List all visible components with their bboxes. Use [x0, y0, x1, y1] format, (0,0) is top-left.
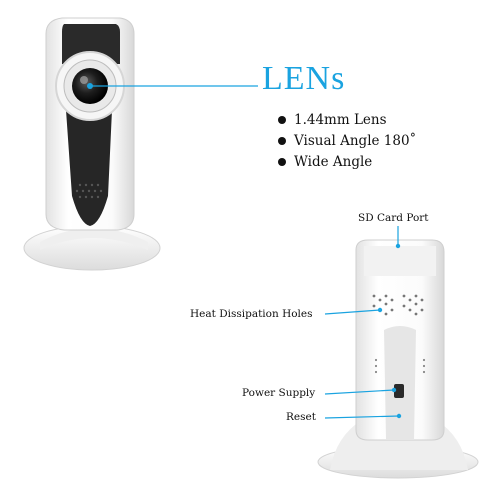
feature-label: 1.44mm Lens	[294, 112, 387, 128]
bullet-icon	[278, 137, 286, 145]
port-pointers	[324, 226, 402, 419]
lens-pointer	[87, 83, 258, 89]
feature-item: Visual Angle 180˚	[278, 133, 416, 149]
feature-label: Wide Angle	[294, 154, 373, 170]
feature-label: Visual Angle 180˚	[294, 133, 417, 149]
heat-dissipation-label: Heat Dissipation Holes	[190, 308, 313, 320]
sd-card-port-label: SD Card Port	[358, 212, 429, 224]
camera-back	[317, 239, 479, 479]
feature-item: 1.44mm Lens	[278, 112, 387, 128]
lens-title: LENs	[262, 60, 346, 97]
power-supply-label: Power Supply	[242, 387, 316, 399]
bullet-icon	[278, 158, 286, 166]
reset-label: Reset	[286, 411, 316, 423]
feature-item: Wide Angle	[278, 154, 372, 170]
camera-front	[23, 17, 161, 271]
bullet-icon	[278, 116, 286, 124]
